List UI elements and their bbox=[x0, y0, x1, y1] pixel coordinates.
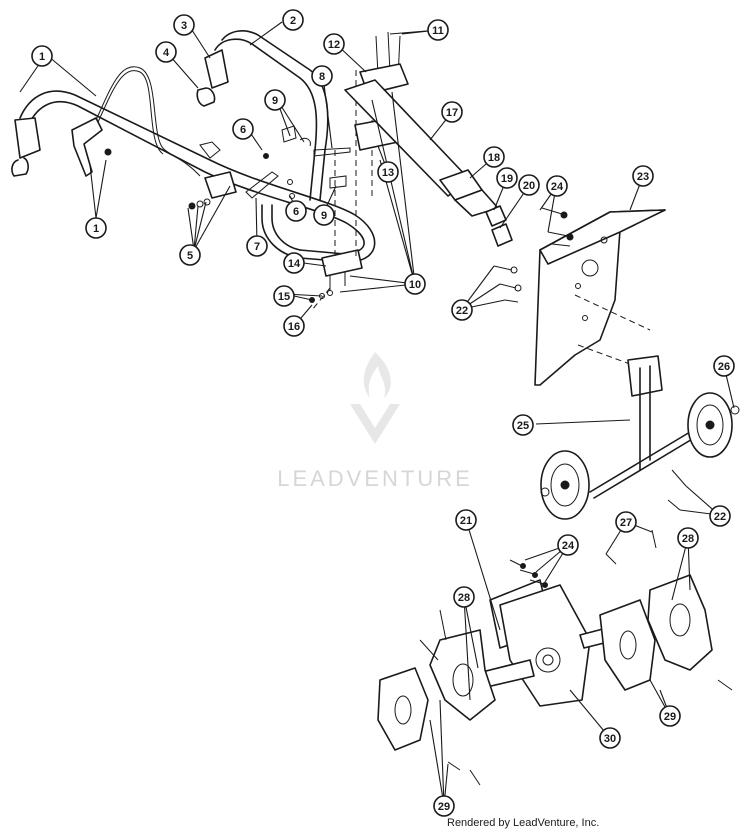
svg-text:18: 18 bbox=[488, 152, 500, 164]
svg-text:28: 28 bbox=[458, 592, 470, 604]
svg-text:6: 6 bbox=[240, 124, 246, 136]
svg-text:8: 8 bbox=[319, 71, 325, 83]
callout-19: 19 bbox=[496, 167, 518, 189]
svg-text:21: 21 bbox=[460, 515, 472, 527]
callout-12: 12 bbox=[323, 33, 345, 55]
svg-text:16: 16 bbox=[288, 321, 300, 333]
frame-plate-assembly bbox=[493, 207, 666, 386]
callout-15: 15 bbox=[273, 285, 295, 307]
callout-7: 7 bbox=[246, 235, 268, 257]
svg-text:3: 3 bbox=[181, 20, 187, 32]
callout-29b: 29 bbox=[433, 795, 455, 817]
callout-24a: 24 bbox=[546, 175, 568, 197]
transmission-assembly bbox=[469, 559, 649, 707]
upper-tube-assembly bbox=[344, 31, 513, 247]
svg-text:29: 29 bbox=[438, 801, 450, 813]
svg-text:22: 22 bbox=[456, 305, 468, 317]
svg-text:26: 26 bbox=[718, 361, 730, 373]
tine-assembly-right bbox=[599, 529, 733, 691]
callout-16: 16 bbox=[283, 315, 305, 337]
callout-9b: 9 bbox=[313, 204, 335, 226]
svg-text:6: 6 bbox=[293, 206, 299, 218]
svg-text:2: 2 bbox=[290, 15, 296, 27]
callout-10: 10 bbox=[404, 273, 426, 295]
callout-27: 27 bbox=[615, 511, 637, 533]
svg-text:23: 23 bbox=[637, 171, 649, 183]
callout-26: 26 bbox=[713, 355, 735, 377]
svg-text:1: 1 bbox=[39, 51, 45, 63]
callout-4: 4 bbox=[155, 41, 177, 63]
callout-20: 20 bbox=[518, 174, 540, 196]
callout-3: 3 bbox=[173, 14, 195, 36]
callout-6b: 6 bbox=[285, 200, 307, 222]
svg-text:10: 10 bbox=[409, 279, 421, 291]
callout-21: 21 bbox=[455, 509, 477, 531]
tine-assembly-left bbox=[377, 609, 496, 786]
leadventure-watermark: LEADVENTURE bbox=[277, 352, 473, 491]
svg-text:28: 28 bbox=[682, 533, 694, 545]
callout-25: 25 bbox=[512, 414, 534, 436]
svg-text:24: 24 bbox=[562, 540, 575, 552]
callout-18: 18 bbox=[483, 146, 505, 168]
callout-2: 2 bbox=[282, 9, 304, 31]
svg-text:15: 15 bbox=[278, 291, 290, 303]
rendered-by-credit: Rendered by LeadVenture, Inc. bbox=[447, 817, 600, 829]
callout-24b: 24 bbox=[557, 534, 579, 556]
svg-text:12: 12 bbox=[328, 39, 340, 51]
svg-text:29: 29 bbox=[664, 711, 676, 723]
svg-text:24: 24 bbox=[551, 181, 564, 193]
handle-assembly bbox=[11, 30, 376, 311]
watermark-text: LEADVENTURE bbox=[277, 466, 473, 491]
svg-text:25: 25 bbox=[517, 420, 529, 432]
callout-9a: 9 bbox=[264, 89, 286, 111]
svg-text:27: 27 bbox=[620, 517, 632, 529]
callout-8: 8 bbox=[311, 65, 333, 87]
callout-30: 30 bbox=[599, 727, 621, 749]
callout-17: 17 bbox=[441, 101, 463, 123]
svg-text:13: 13 bbox=[382, 167, 394, 179]
svg-text:4: 4 bbox=[163, 47, 170, 59]
callout-29a: 29 bbox=[659, 705, 681, 727]
callout-28a: 28 bbox=[453, 586, 475, 608]
svg-text:9: 9 bbox=[321, 210, 327, 222]
svg-text:11: 11 bbox=[432, 25, 444, 37]
svg-text:9: 9 bbox=[272, 95, 278, 107]
svg-text:1: 1 bbox=[93, 223, 99, 235]
callout-6a: 6 bbox=[232, 118, 254, 140]
callout-11: 11 bbox=[427, 19, 449, 41]
watermark-logo-icon bbox=[350, 352, 400, 444]
callout-22a: 22 bbox=[451, 299, 473, 321]
callout-14: 14 bbox=[283, 252, 305, 274]
svg-text:17: 17 bbox=[446, 107, 458, 119]
wheel-assembly bbox=[540, 355, 740, 520]
svg-text:7: 7 bbox=[254, 241, 260, 253]
callout-13: 13 bbox=[377, 161, 399, 183]
svg-text:14: 14 bbox=[288, 258, 301, 270]
svg-text:22: 22 bbox=[714, 511, 726, 523]
callout-23: 23 bbox=[632, 165, 654, 187]
callout-1a: 1 bbox=[31, 45, 53, 67]
svg-text:30: 30 bbox=[604, 733, 616, 745]
callout-22b: 22 bbox=[709, 505, 731, 527]
callout-28b: 28 bbox=[677, 527, 699, 549]
svg-text:5: 5 bbox=[187, 250, 193, 262]
svg-text:19: 19 bbox=[501, 173, 513, 185]
callout-1b: 1 bbox=[85, 217, 107, 239]
svg-text:20: 20 bbox=[523, 180, 535, 192]
callout-5: 5 bbox=[179, 244, 201, 266]
callout-labels: 1 1 2 3 4 5 6 6 7 8 9 9 10 11 12 13 14 1… bbox=[31, 9, 735, 817]
